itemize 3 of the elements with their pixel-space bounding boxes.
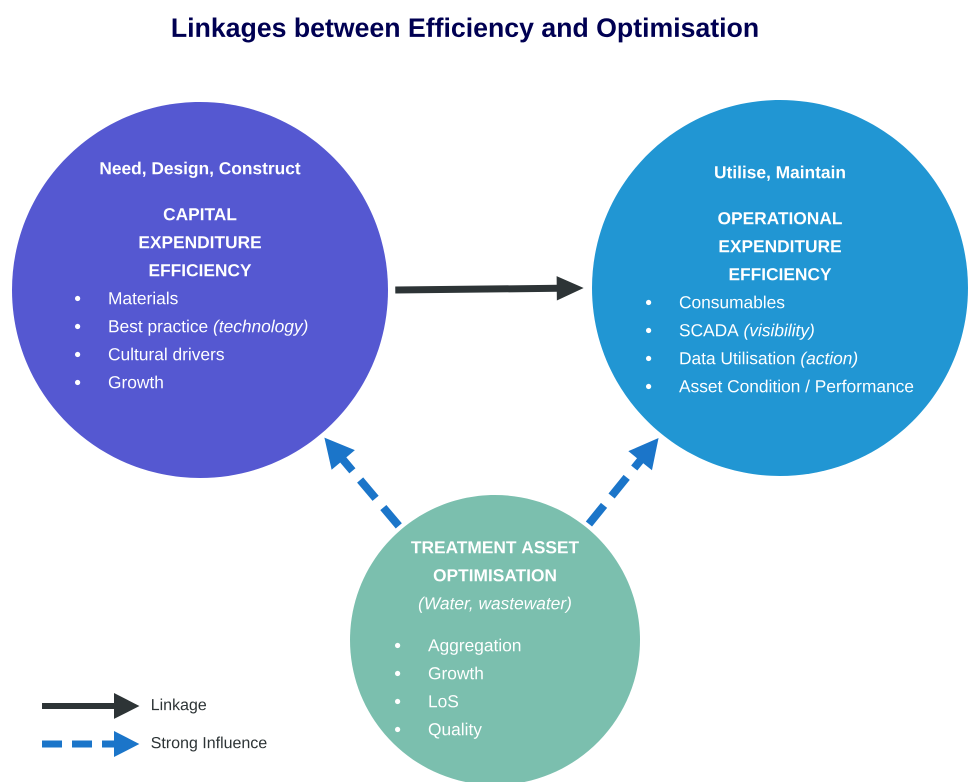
title: Linkages between Efficiency and Optimisation: [172, 18, 758, 42]
legend-label: Linkage: [152, 698, 206, 714]
legend-label: Strong Influence: [151, 736, 266, 752]
